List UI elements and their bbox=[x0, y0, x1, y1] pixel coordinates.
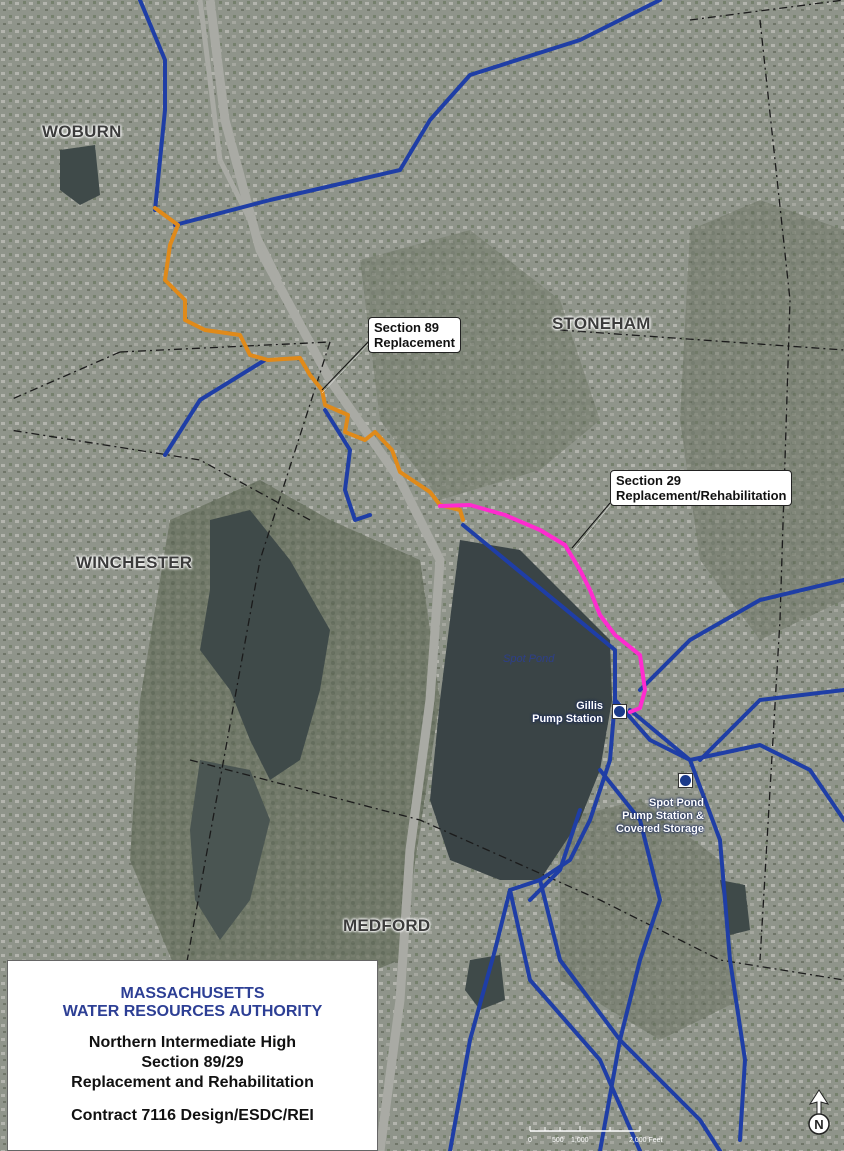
title-block: MASSACHUSETTS WATER RESOURCES AUTHORITY … bbox=[7, 960, 378, 1151]
project-title-line2: Section 89/29 bbox=[141, 1054, 244, 1071]
north-arrow-icon: N bbox=[808, 1089, 830, 1135]
section89-route bbox=[153, 206, 465, 522]
town-label-medford: MEDFORD bbox=[343, 916, 431, 935]
town-label-woburn: WOBURN bbox=[42, 122, 122, 141]
town-label-stoneham: STONEHAM bbox=[552, 314, 651, 333]
project-title-line1: Northern Intermediate High bbox=[88, 1034, 297, 1051]
gillis-pump-station-icon bbox=[612, 704, 627, 719]
spot-pond-label: Spot Pond bbox=[503, 653, 555, 665]
town-label-winchester: WINCHESTER bbox=[76, 553, 193, 572]
scale-label-2000: 2,000 Feet bbox=[629, 1137, 663, 1144]
org-name-line2: WATER RESOURCES AUTHORITY bbox=[62, 1003, 323, 1020]
section29-callout: Section 29 Replacement/Rehabilitation bbox=[610, 470, 793, 506]
section89-callout: Section 89 Replacement bbox=[368, 317, 461, 353]
scale-label-1000: 1,000 bbox=[571, 1137, 589, 1144]
section29-route bbox=[438, 503, 647, 714]
contract-label: Contract 7116 Design/ESDC/REI bbox=[71, 1107, 314, 1124]
gillis-pump-station-label: Gillis Pump Station bbox=[532, 700, 603, 725]
spot-pond-pump-station-label: Spot Pond Pump Station & Covered Storage bbox=[615, 797, 704, 835]
scale-bar-graphic bbox=[529, 1126, 641, 1132]
spot-pond-pump-station-icon bbox=[678, 773, 693, 788]
project-title-line3: Replacement and Rehabilitation bbox=[71, 1074, 314, 1091]
org-name-line1: MASSACHUSETTS bbox=[120, 985, 265, 1002]
scale-label-500: 500 bbox=[552, 1137, 564, 1144]
north-arrow-label: N bbox=[814, 1117, 823, 1132]
scale-label-0: 0 bbox=[528, 1137, 532, 1144]
